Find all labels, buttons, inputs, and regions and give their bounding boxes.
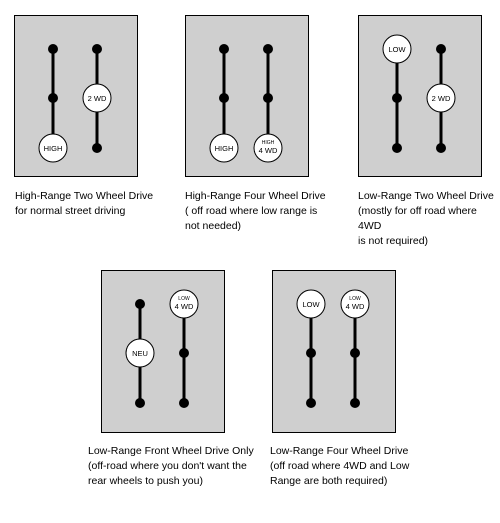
left-knob-label: HIGH xyxy=(215,144,234,153)
right-knob-small-label: LOW xyxy=(178,296,190,302)
shifter-diagram-3: LOW 2 WD xyxy=(358,15,482,177)
right-knob-small-label: LOW xyxy=(349,296,361,302)
diagram-2-caption: High-Range Four Wheel Drive ( off road w… xyxy=(185,190,326,232)
diagram-4-caption: Low-Range Front Wheel Drive Only (off-ro… xyxy=(88,445,254,487)
right-lever-stop-bottom xyxy=(179,398,189,408)
diagram-1-caption: High-Range Two Wheel Drive for normal st… xyxy=(15,190,154,217)
left-lever-stop-bottom xyxy=(135,398,145,408)
diagram-5-caption: Low-Range Four Wheel Drive (off road whe… xyxy=(270,445,410,487)
right-knob-label: 4 WD xyxy=(175,302,194,311)
right-lever-stop-middle xyxy=(350,348,360,358)
left-lever-stop-middle xyxy=(48,93,58,103)
left-lever-knob: HIGH xyxy=(38,133,68,163)
right-lever-stop-top xyxy=(92,44,102,54)
right-lever-knob: 2 WD xyxy=(426,83,456,113)
left-knob-label: NEU xyxy=(132,349,148,358)
right-lever-stop-bottom xyxy=(92,143,102,153)
left-knob-label: LOW xyxy=(388,45,406,54)
left-lever-knob: NEU xyxy=(125,338,155,368)
shifter-graphic-1: HIGH 2 WD xyxy=(38,44,112,163)
left-lever-knob: HIGH xyxy=(209,133,239,163)
right-lever-stop-top xyxy=(436,44,446,54)
left-lever-stop-top xyxy=(135,299,145,309)
right-lever-stop-top xyxy=(263,44,273,54)
left-lever-stop-top xyxy=(219,44,229,54)
left-lever-stop-bottom xyxy=(392,143,402,153)
right-lever-stop-bottom xyxy=(436,143,446,153)
right-knob-label: 2 WD xyxy=(88,94,107,103)
shifter-diagram-1: HIGH 2 WD xyxy=(14,15,138,177)
left-lever-stop-top xyxy=(48,44,58,54)
right-knob-small-label: HIGH xyxy=(262,140,275,146)
right-lever-stop-bottom xyxy=(350,398,360,408)
left-knob-label: LOW xyxy=(302,300,320,309)
right-lever-knob: 2 WD xyxy=(82,83,112,113)
right-lever-stop-middle xyxy=(263,93,273,103)
right-knob-label: 2 WD xyxy=(432,94,451,103)
left-knob-label: HIGH xyxy=(44,144,63,153)
right-knob-label: 4 WD xyxy=(346,302,365,311)
left-lever-knob: LOW xyxy=(382,34,412,64)
diagram-3-caption: Low-Range Two Wheel Drive (mostly for of… xyxy=(358,190,494,247)
right-lever-stop-middle xyxy=(179,348,189,358)
left-lever-stop-middle xyxy=(392,93,402,103)
shifter-graphic-3: LOW 2 WD xyxy=(382,34,456,153)
left-lever-stop-bottom xyxy=(306,398,316,408)
left-lever-stop-middle xyxy=(219,93,229,103)
left-lever-stop-middle xyxy=(306,348,316,358)
left-lever-knob: LOW xyxy=(296,289,326,319)
right-knob-label: 4 WD xyxy=(259,146,278,155)
